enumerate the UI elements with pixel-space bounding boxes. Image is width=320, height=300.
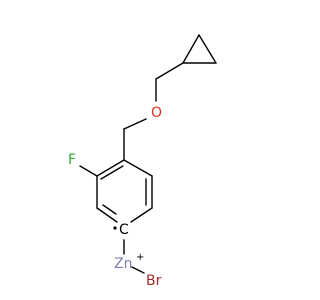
methylene-ring-bond: [155, 62, 184, 80]
oxygen-methylene-bond: [123, 118, 147, 130]
aromatic-bond: [96, 207, 118, 223]
fluorine-bond: [79, 165, 98, 177]
molecule-diagram: O F C Zn + Br: [68, 34, 217, 289]
oxygen-atom-label: O: [151, 105, 162, 121]
aromatic-bond: [123, 159, 153, 177]
aromatic-bond: [130, 207, 153, 223]
carbon-atom-label: C: [119, 222, 129, 238]
aromatic-bond: [96, 159, 125, 177]
cyclopropyl-bond: [198, 34, 217, 64]
radical-dot: [113, 226, 117, 230]
aromatic-double-bond: [102, 204, 117, 215]
bromine-atom-label: Br: [146, 273, 162, 289]
cyclopropyl-bond: [182, 34, 200, 64]
fluorine-atom-label: F: [68, 152, 76, 168]
aromatic-double-bond: [100, 165, 124, 180]
zinc-atom-label: Zn: [114, 256, 132, 272]
zinc-bromine-bond: [131, 266, 145, 274]
zinc-charge-label: +: [136, 252, 144, 263]
